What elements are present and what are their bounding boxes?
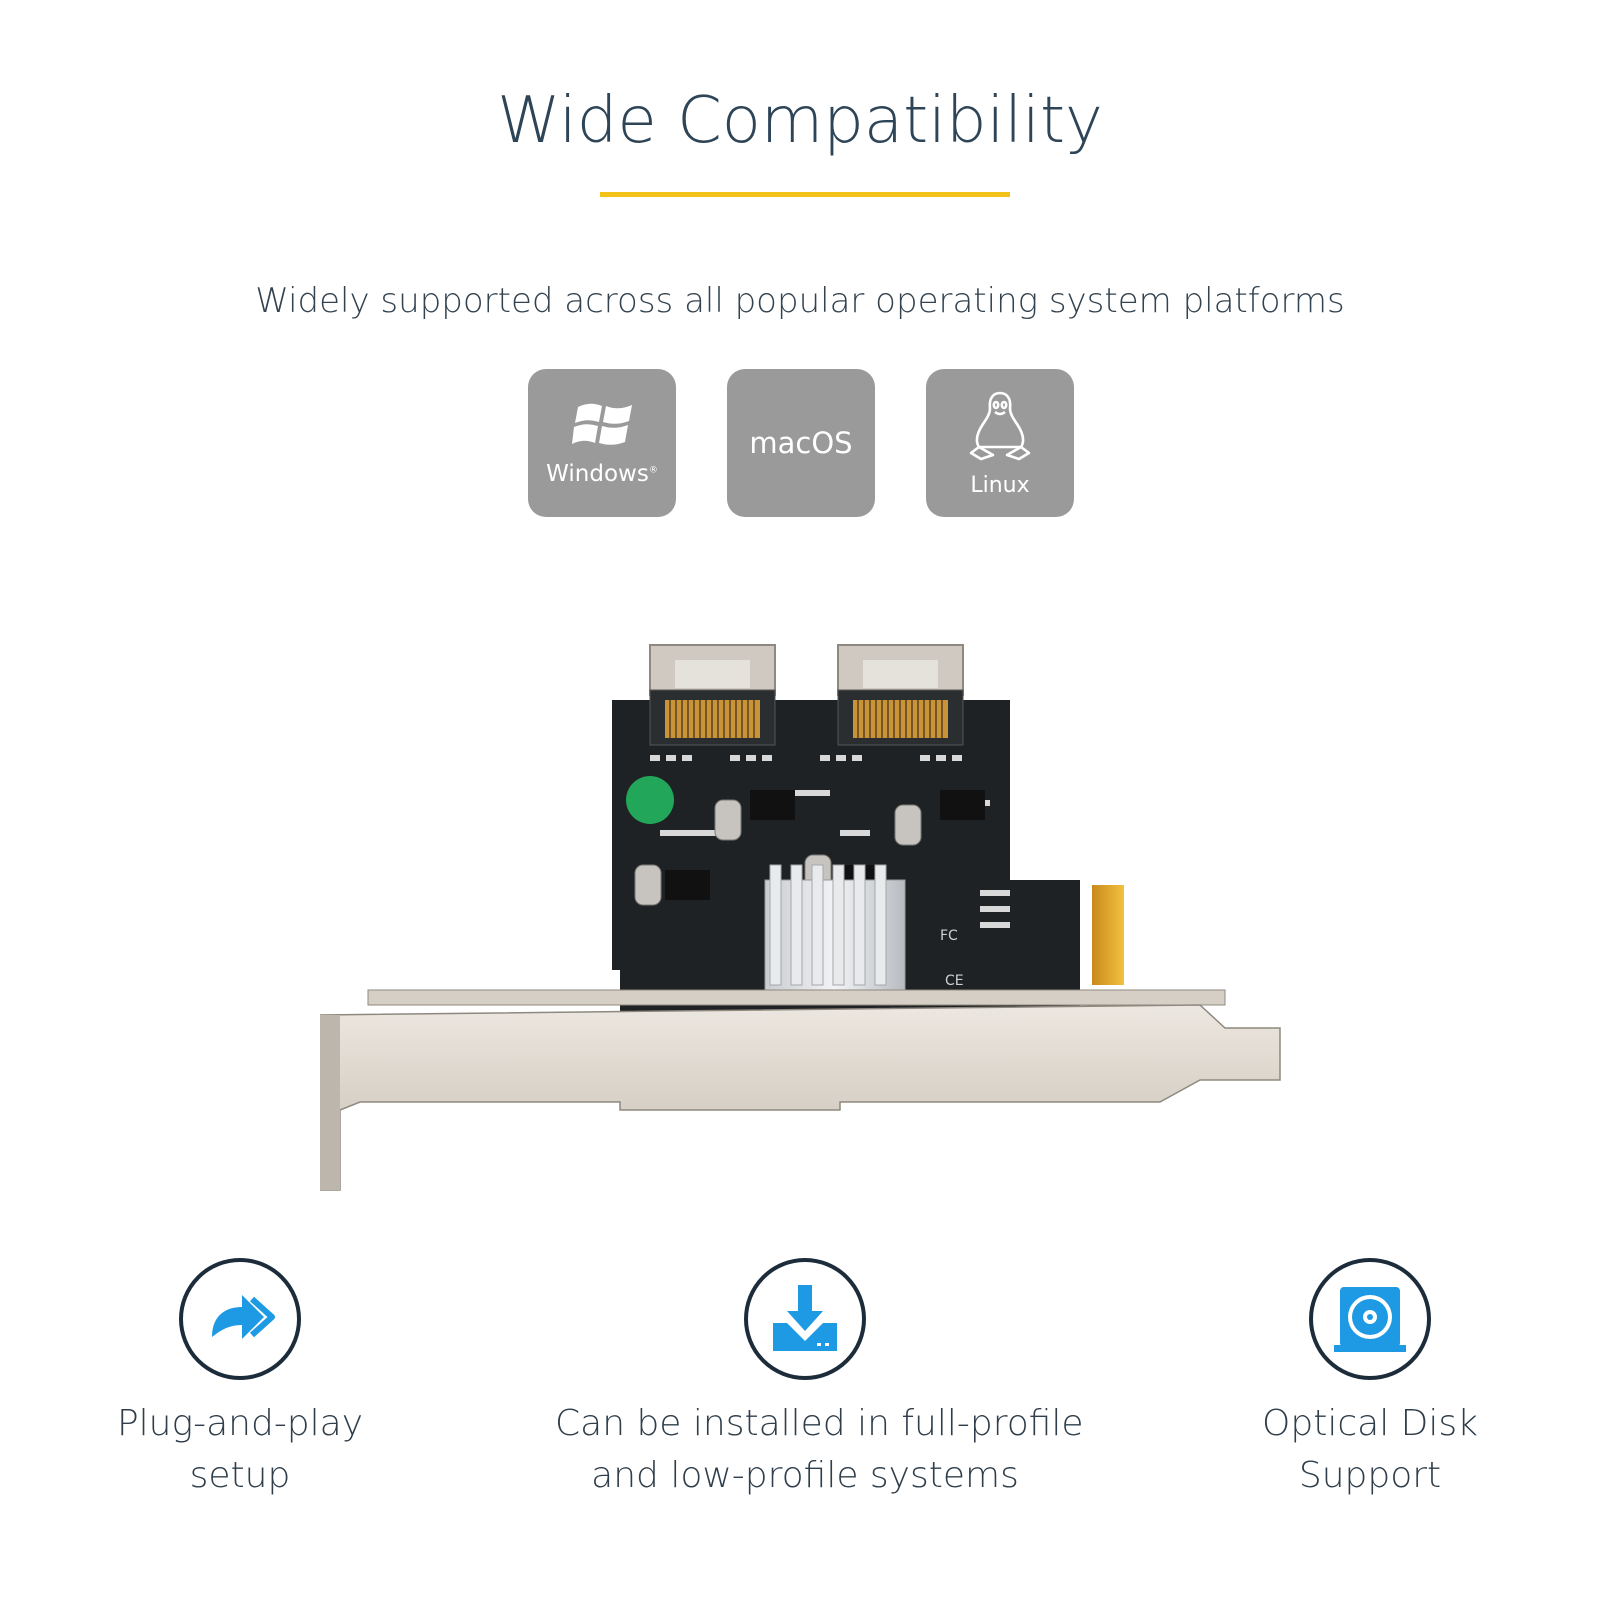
- feature-title: Optical Disk: [1262, 1403, 1478, 1444]
- os-label-windows: Windows®: [546, 461, 658, 487]
- feature-subtitle: setup: [189, 1455, 291, 1496]
- feature-plug-and-play: Plug-and-play setup: [90, 1258, 390, 1502]
- os-label-macos: macOS: [749, 426, 853, 460]
- product-card-image: FC CE: [319, 640, 1310, 1220]
- download-drive-icon: [773, 1285, 837, 1351]
- page-title: Wide Compatibility: [497, 84, 1103, 158]
- feature-title: Can be installed in full-profile: [555, 1403, 1084, 1444]
- page-subtitle: Widely supported across all popular oper…: [255, 281, 1345, 321]
- feature-subtitle: Support: [1298, 1455, 1442, 1496]
- forward-arrow-icon: [212, 1295, 275, 1339]
- feature-icon-circle: [744, 1258, 866, 1380]
- os-tile-macos: macOS: [727, 369, 875, 517]
- feature-title: Plug-and-play: [116, 1403, 364, 1444]
- title-underline: [600, 192, 1010, 197]
- feature-icon-circle: [1309, 1258, 1431, 1380]
- feature-subtitle: and low-profile systems: [591, 1455, 1019, 1496]
- os-tile-windows: Windows®: [528, 369, 676, 517]
- svg-text:FC: FC: [940, 928, 958, 944]
- feature-full-low-profile: Can be installed in full-profile and low…: [555, 1258, 1084, 1502]
- os-label-linux: Linux: [970, 473, 1030, 498]
- feature-icon-circle: [179, 1258, 301, 1380]
- tux-penguin-icon: [969, 391, 1031, 461]
- os-tile-linux: Linux: [926, 369, 1074, 517]
- feature-optical-disk: Optical Disk Support: [1220, 1258, 1520, 1502]
- windows-logo-icon: [572, 403, 632, 445]
- svg-text:CE: CE: [945, 973, 964, 989]
- optical-disk-icon: [1334, 1287, 1406, 1352]
- pcie-card-illustration: FC CE: [319, 644, 1281, 1191]
